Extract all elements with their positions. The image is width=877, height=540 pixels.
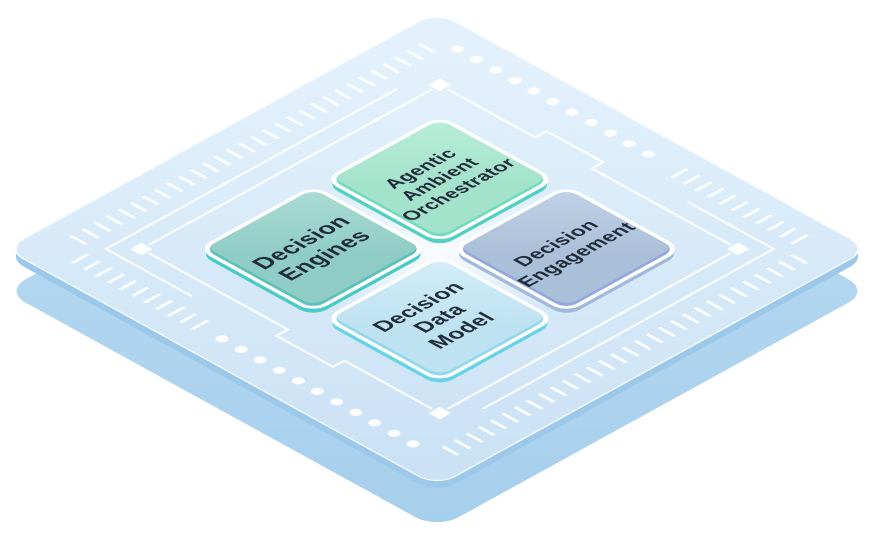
corner-pad-bottom (429, 407, 451, 419)
tile-label-decision-engagement: Decision Engagement (508, 217, 641, 290)
tile-label-decision-data-model: Decision Data Model (366, 278, 501, 352)
corner-pad-left (130, 243, 152, 255)
corner-pad-right (727, 243, 749, 255)
tile-label-decision-engines: Decision Engines (246, 212, 377, 284)
circuit-frame (103, 79, 776, 419)
corner-pad-top (429, 79, 451, 91)
tile-label-agentic-ambient-orchestrator: Agentic Ambient Orchestrator (378, 145, 522, 225)
chip-top-face: Agentic Ambient Orchestrator Decision En… (4, 10, 870, 488)
